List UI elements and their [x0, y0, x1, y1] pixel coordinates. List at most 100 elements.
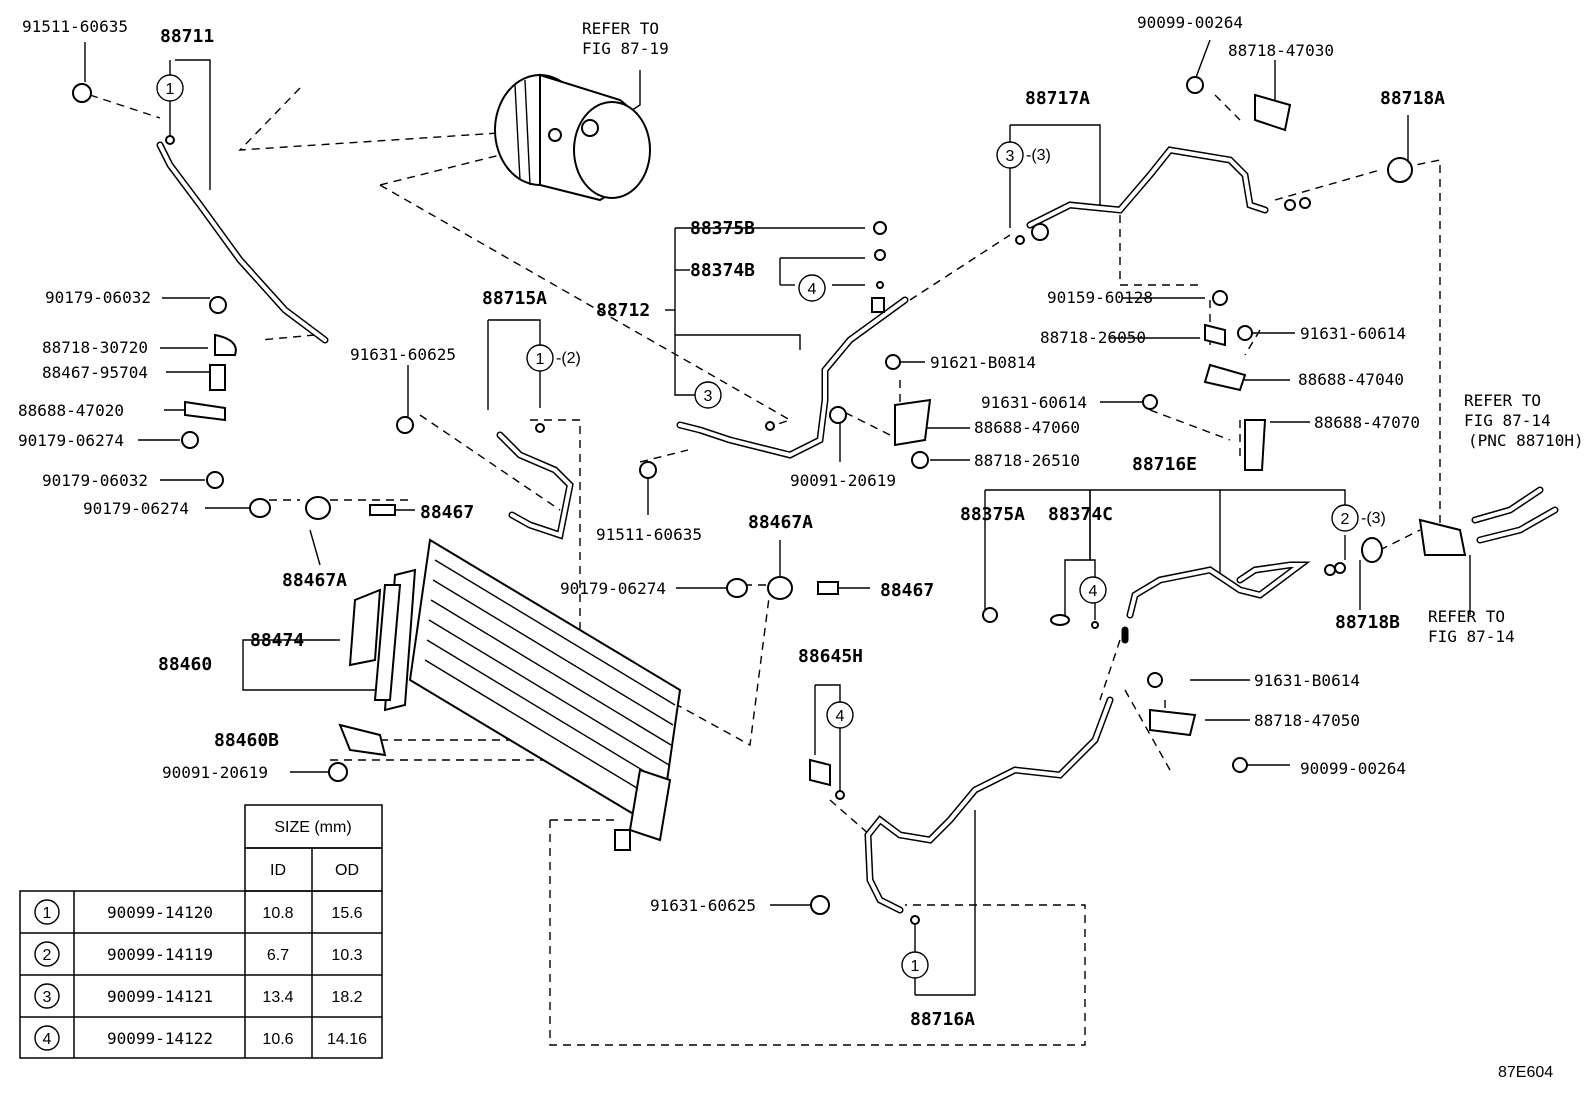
nut-icon	[181, 431, 199, 449]
part-label: 91511-60635	[596, 525, 702, 544]
row-part: 90099-14119	[107, 945, 213, 964]
row-part: 90099-14122	[107, 1029, 213, 1048]
part-label: 91631-60614	[1300, 324, 1406, 343]
part-label: FIG 87-19	[582, 39, 669, 58]
bracket-icon	[1203, 363, 1247, 392]
ref-suffix-3: -(3)	[1361, 510, 1386, 527]
clamp-icon	[1149, 708, 1197, 737]
bolt-icon	[1147, 672, 1163, 688]
bracket-icon	[1254, 93, 1292, 132]
part-label: 91511-60635	[22, 17, 128, 36]
part-label: 90159-60128	[1047, 288, 1153, 307]
o-ring-icon	[165, 135, 175, 145]
row-id: 10.6	[262, 1031, 293, 1048]
valve-icon	[1050, 614, 1070, 626]
bolt-icon	[639, 461, 657, 479]
bolt-icon	[1212, 290, 1228, 306]
row-od: 14.16	[327, 1031, 367, 1048]
table-row: 4 90099-14122 10.6 14.16	[34, 1025, 367, 1051]
part-label: 88716E	[1132, 454, 1197, 475]
part-label: 88374C	[1048, 504, 1113, 525]
part-label: 88467A	[748, 512, 813, 533]
bracket-icon	[1244, 419, 1267, 471]
cushion-icon	[1361, 537, 1383, 563]
ref-circle-4: 4	[836, 708, 845, 725]
part-label: 88716A	[910, 1009, 975, 1030]
part-label: FIG 87-14	[1464, 411, 1551, 430]
row-ref: 4	[43, 1031, 52, 1048]
grommet-icon	[726, 578, 748, 598]
part-label: 88712	[596, 300, 650, 321]
row-id: 13.4	[262, 989, 293, 1006]
ref-circle-3: 3	[1006, 148, 1015, 165]
plate-icon	[1418, 518, 1467, 556]
o-ring-icon	[1334, 562, 1346, 574]
compressor-icon	[494, 73, 651, 202]
row-ref: 2	[43, 947, 52, 964]
part-label: 88467-95704	[42, 363, 148, 382]
bolt-icon	[1186, 76, 1204, 94]
part-label: 90179-06274	[83, 499, 189, 518]
part-label: 90179-06274	[18, 431, 124, 450]
components	[72, 73, 1467, 925]
table-col-id: ID	[270, 862, 286, 879]
part-label: 88375B	[690, 218, 755, 239]
part-label: 90179-06274	[560, 579, 666, 598]
bolt-icon	[328, 762, 348, 782]
bolt-icon	[885, 354, 901, 370]
part-label: REFER TO	[1464, 391, 1541, 410]
table-header: SIZE (mm)	[274, 819, 351, 836]
grommet-icon	[767, 576, 793, 600]
part-label: 88460	[158, 654, 212, 675]
bolt-icon	[1232, 757, 1248, 773]
bracket-icon	[338, 723, 387, 757]
cap-icon	[982, 607, 998, 623]
ref-circle-1: 1	[166, 81, 175, 98]
o-ring-icon	[1284, 199, 1296, 211]
ref-suffix-2: -(2)	[556, 350, 581, 367]
clamp-icon	[214, 333, 237, 356]
part-label: 88718-26050	[1040, 328, 1146, 347]
o-ring-icon	[1324, 564, 1336, 576]
row-part: 90099-14120	[107, 903, 213, 922]
part-label: 91631-B0614	[1254, 671, 1360, 690]
table-col-od: OD	[335, 862, 359, 879]
part-label: 91631-60625	[350, 345, 456, 364]
clamp-icon	[911, 451, 929, 469]
grommet-icon	[249, 498, 271, 518]
o-ring-icon	[910, 915, 920, 925]
part-label: 91631-60614	[981, 393, 1087, 412]
part-label: 88688-47020	[18, 401, 124, 420]
part-label: REFER TO	[1428, 607, 1505, 626]
bolt-icon	[810, 895, 830, 915]
bolt-icon	[829, 406, 847, 424]
part-label: 90091-20619	[790, 471, 896, 490]
table-row: 2 90099-14119 6.7 10.3	[34, 941, 363, 967]
row-od: 18.2	[331, 989, 362, 1006]
part-label: 91621-B0814	[930, 353, 1036, 372]
bolt-icon	[1237, 325, 1253, 341]
part-labels: 91511-60635 88711 REFER TO FIG 87-19 900…	[18, 13, 1584, 1081]
part-label: 88467	[420, 502, 474, 523]
part-label: 90099-00264	[1300, 759, 1406, 778]
dashed-leaders	[89, 87, 1441, 1046]
ref-circle-1: 1	[911, 958, 920, 975]
part-label: 88718B	[1335, 612, 1400, 633]
nut-icon	[206, 471, 224, 489]
ref-circle-4: 4	[1089, 583, 1098, 600]
part-label: 88688-47060	[974, 418, 1080, 437]
ref-circle-3: 3	[704, 388, 713, 405]
ref-circle-1: 1	[536, 351, 545, 368]
valve-core-icon	[871, 297, 885, 313]
condenser-icon	[348, 538, 682, 851]
bracket-icon	[184, 400, 226, 422]
part-label: 88718A	[1380, 88, 1445, 109]
o-ring-icon	[835, 790, 845, 800]
row-id: 10.8	[262, 905, 293, 922]
part-label: 91631-60625	[650, 896, 756, 915]
part-label: 88375A	[960, 504, 1025, 525]
bolt-icon	[72, 83, 92, 103]
part-label: FIG 87-14	[1428, 627, 1515, 646]
part-label: 90099-00264	[1137, 13, 1243, 32]
